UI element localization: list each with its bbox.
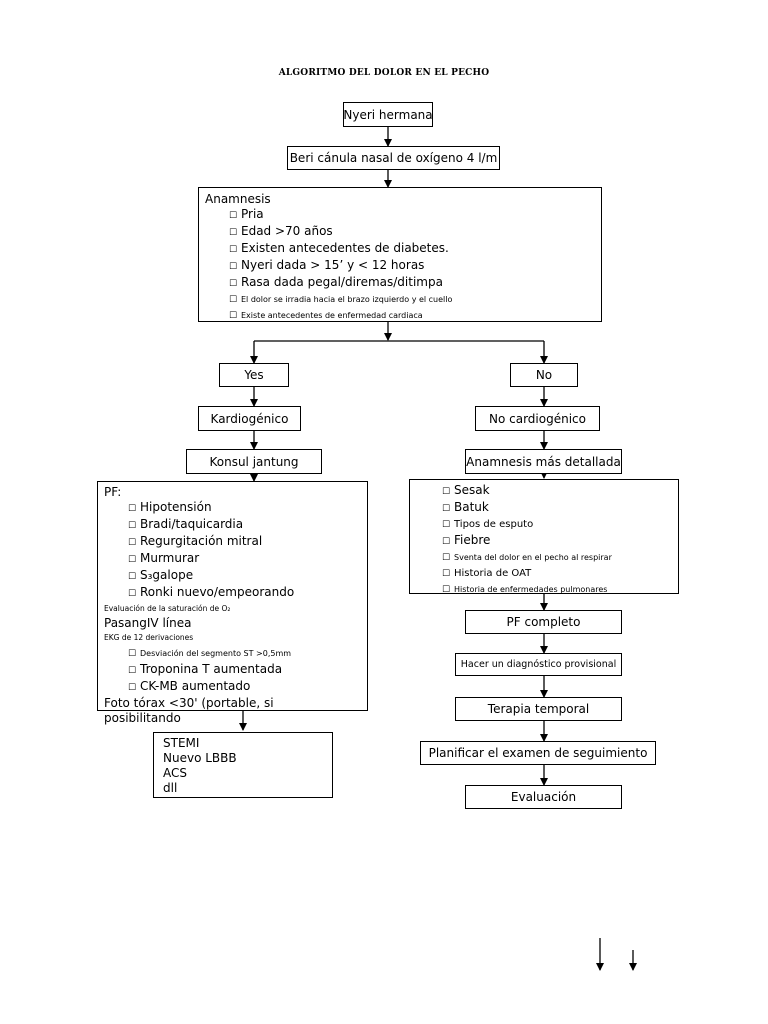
anamnesis-item: ☐Existen antecedentes de diabetes. <box>205 241 595 258</box>
node-chest-pain: Nyeri hermana <box>343 102 433 127</box>
node-followup-label: Planificar el examen de seguimiento <box>428 746 648 760</box>
pf-item: ☐S₃galope <box>104 568 361 585</box>
node-pf-complete-label: PF completo <box>506 615 581 629</box>
pf-item: ☐Hipotensión <box>104 500 361 517</box>
diagram-title: ALGORITMO DEL DOLOR EN EL PECHO <box>278 68 490 78</box>
outcome-item: ACS <box>163 766 187 780</box>
pf-item: ☐Ronki nuevo/empeorando <box>104 585 361 602</box>
pf-saturation: Evaluación de la saturación de O₂ <box>104 604 231 613</box>
anamnesis-item: ☐Edad >70 años <box>205 224 595 241</box>
node-yes: Yes <box>219 363 289 387</box>
checkbox-icon: ☐ <box>442 504 451 514</box>
checkbox-icon: ☐ <box>128 504 137 514</box>
node-temporary-therapy: Terapia temporal <box>455 697 622 721</box>
checkbox-icon: ☐ <box>128 683 137 693</box>
detail-item: ☐Sesak <box>442 483 672 500</box>
node-temporary-therapy-label: Terapia temporal <box>487 702 590 716</box>
node-consult-heart: Konsul jantung <box>186 449 322 474</box>
node-cardiogenic: Kardiogénico <box>198 406 301 431</box>
checkbox-icon: ☐ <box>229 262 238 272</box>
checkbox-icon: ☐ <box>128 589 137 599</box>
anamnesis-heading: Anamnesis <box>205 192 271 206</box>
ekg-item: ☐Troponina T aumentada <box>104 662 361 679</box>
checkbox-icon: ☐ <box>128 572 137 582</box>
node-no: No <box>510 363 578 387</box>
node-non-cardiogenic-label: No cardiogénico <box>489 411 586 426</box>
checkbox-icon: ☐ <box>229 295 238 305</box>
anamnesis-item: ☐Nyeri dada > 15’ y < 12 horas <box>205 258 595 275</box>
checkbox-icon: ☐ <box>128 538 137 548</box>
node-consult-heart-label: Konsul jantung <box>209 454 299 469</box>
checkbox-icon: ☐ <box>442 553 451 563</box>
node-provisional-dx: Hacer un diagnóstico provisional <box>455 653 622 676</box>
outcome-item: STEMI <box>163 736 200 750</box>
node-provisional-dx-label: Hacer un diagnóstico provisional <box>460 659 617 670</box>
anamnesis-item: ☐Existe antecedentes de enfermedad cardi… <box>205 308 595 324</box>
node-oxygen-label: Beri cánula nasal de oxígeno 4 l/m <box>289 151 498 165</box>
anamnesis-item: ☐Rasa dada pegal/diremas/ditimpa <box>205 275 595 292</box>
anamnesis-item: ☐El dolor se irradia hacia el brazo izqu… <box>205 292 595 308</box>
checkbox-icon: ☐ <box>229 228 238 238</box>
node-non-cardiogenic: No cardiogénico <box>475 406 600 431</box>
node-pf-complete: PF completo <box>465 610 622 634</box>
node-outcomes: STEMI Nuevo LBBB ACS dll <box>153 732 333 798</box>
checkbox-icon: ☐ <box>128 555 137 565</box>
checkbox-icon: ☐ <box>442 487 451 497</box>
checkbox-icon: ☐ <box>229 211 238 221</box>
ekg-item: ☐CK-MB aumentado <box>104 679 361 696</box>
outcome-item: Nuevo LBBB <box>163 751 237 765</box>
pf-heading: PF: <box>104 485 122 499</box>
checkbox-icon: ☐ <box>442 569 451 579</box>
node-evaluation: Evaluación <box>465 785 622 809</box>
detail-item: ☐Batuk <box>442 500 672 517</box>
node-detailed-list: ☐Sesak ☐Batuk ☐Tipos de esputo ☐Fiebre ☐… <box>409 479 679 595</box>
pf-item: ☐Bradi/taquicardia <box>104 517 361 534</box>
pf-item: ☐Murmurar <box>104 551 361 568</box>
node-oxygen: Beri cánula nasal de oxígeno 4 l/m <box>287 146 500 170</box>
node-followup: Planificar el examen de seguimiento <box>420 741 656 765</box>
pf-iv-line: PasangIV línea <box>104 616 192 630</box>
node-evaluation-label: Evaluación <box>510 790 577 804</box>
detail-item: ☐Fiebre <box>442 533 672 550</box>
detail-item: ☐Tipos de esputo <box>442 517 672 533</box>
node-chest-pain-label: Nyeri hermana <box>343 107 433 122</box>
checkbox-icon: ☐ <box>442 585 451 595</box>
checkbox-icon: ☐ <box>229 279 238 289</box>
node-cardiogenic-label: Kardiogénico <box>210 411 289 426</box>
node-pf-exam: PF: ☐Hipotensión ☐Bradi/taquicardia ☐Reg… <box>97 481 368 725</box>
pf-ekg: EKG de 12 derivaciones <box>104 633 194 642</box>
pf-item: ☐Regurgitación mitral <box>104 534 361 551</box>
checkbox-icon: ☐ <box>442 520 451 530</box>
node-yes-label: Yes <box>244 368 264 382</box>
anamnesis-item: ☐Pria <box>205 207 595 224</box>
checkbox-icon: ☐ <box>229 245 238 255</box>
checkbox-icon: ☐ <box>128 649 137 659</box>
detail-item: ☐Historia de enfermedades pulmonares <box>442 582 672 598</box>
node-anamnesis: Anamnesis ☐Pria ☐Edad >70 años ☐Existen … <box>198 187 602 322</box>
checkbox-icon: ☐ <box>128 666 137 676</box>
outcome-item: dll <box>163 781 178 795</box>
detail-item: ☐Sventa del dolor en el pecho al respira… <box>442 550 672 566</box>
checkbox-icon: ☐ <box>442 537 451 547</box>
ekg-item: ☐Desviación del segmento ST >0,5mm <box>104 646 361 662</box>
checkbox-icon: ☐ <box>229 311 238 321</box>
node-no-label: No <box>535 368 553 382</box>
pf-xray: Foto tórax <30' (portable, si posibilita… <box>104 696 274 725</box>
node-detailed-anamnesis: Anamnesis más detallada <box>465 449 622 474</box>
node-detailed-anamnesis-label: Anamnesis más detallada <box>466 454 621 469</box>
detail-item: ☐Historia de OAT <box>442 566 672 582</box>
checkbox-icon: ☐ <box>128 521 137 531</box>
